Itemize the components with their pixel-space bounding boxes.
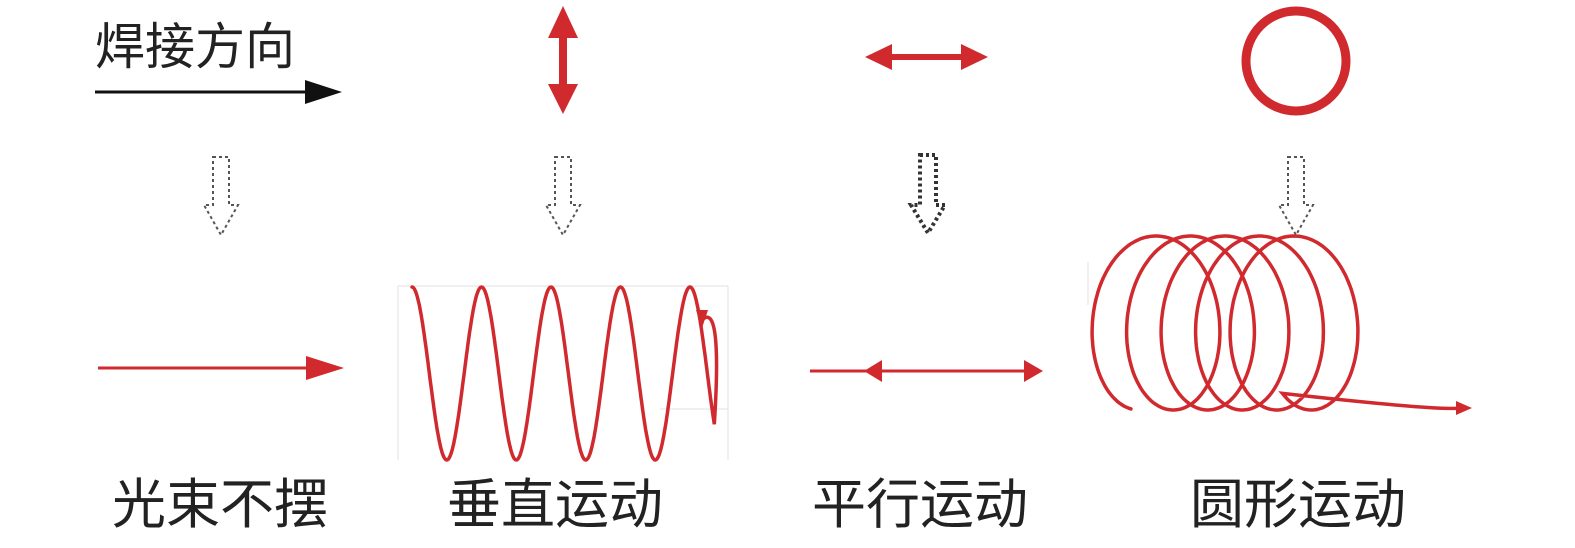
mode-label-no-oscillation: 光束不摆 (112, 473, 328, 536)
left-right-arrow-icon (865, 44, 988, 70)
mode-label-parallel-motion: 平行运动 (812, 473, 1028, 536)
welding-direction-label: 焊接方向 (95, 18, 295, 76)
circular-oscillation-graphic (1087, 234, 1472, 415)
up-down-arrow-icon (548, 6, 578, 114)
dotted-down-arrow-icon (1277, 156, 1315, 238)
mode-label-vertical-motion: 垂直运动 (447, 473, 663, 536)
circle-icon (1241, 6, 1351, 116)
vertical-oscillation-wave (410, 285, 719, 462)
straight-path-graphic (98, 356, 344, 380)
dotted-down-arrow-icon (544, 156, 582, 238)
parallel-oscillation-graphic (810, 360, 1043, 382)
mode-label-circular-motion: 圆形运动 (1190, 473, 1406, 536)
vertical-oscillation-panel (397, 285, 729, 460)
dotted-down-arrow-icon (202, 156, 240, 238)
dotted-down-arrow-icon (907, 153, 949, 237)
right-arrow-icon (95, 80, 342, 104)
